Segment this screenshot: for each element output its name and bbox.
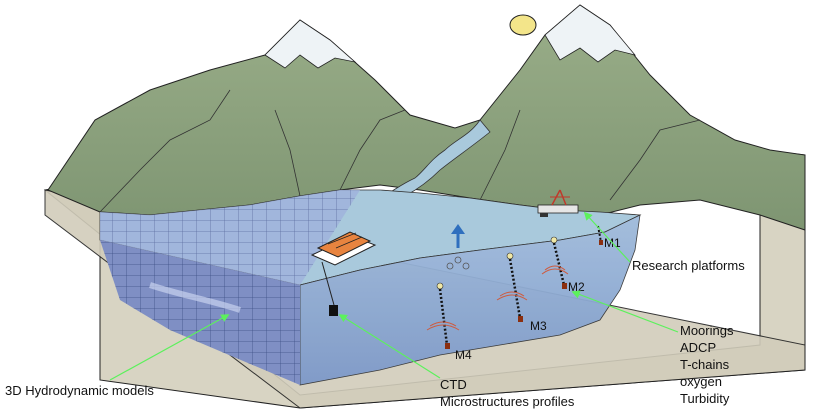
mooring-m4 [426, 282, 460, 349]
mooring-m2 [541, 236, 569, 289]
boat-icon [310, 231, 377, 266]
label-microstructures: Microstructures profiles [440, 394, 575, 409]
label-tchains: T-chains [680, 357, 730, 372]
research-platform-icon [537, 189, 579, 217]
label-adcp: ADCP [680, 340, 716, 355]
ctd-cable [321, 261, 335, 306]
mooring-m1 [597, 225, 603, 245]
sun-icon [509, 14, 537, 36]
lake-body [299, 214, 641, 386]
label-research-platforms: Research platforms [632, 258, 745, 273]
callout-arrows [109, 211, 679, 381]
ctd-probe-icon [329, 305, 338, 316]
mooring-m3 [496, 252, 528, 322]
hydrodynamic-grid [100, 190, 360, 385]
inflow-river [383, 119, 491, 197]
current-arrow-icon [446, 224, 470, 270]
label-oxygen: oxygen [680, 374, 722, 389]
mooring-label-m4: M4 [455, 348, 472, 362]
mooring-label-m3: M3 [530, 319, 547, 333]
label-moorings: Moorings [680, 323, 734, 338]
snow-caps [264, 4, 637, 69]
mooring-label-m2: M2 [568, 280, 585, 294]
label-ctd: CTD [440, 377, 467, 392]
label-hydrodynamic-models: 3D Hydrodynamic models [5, 383, 154, 398]
label-turbidity: Turbidity [680, 391, 730, 406]
